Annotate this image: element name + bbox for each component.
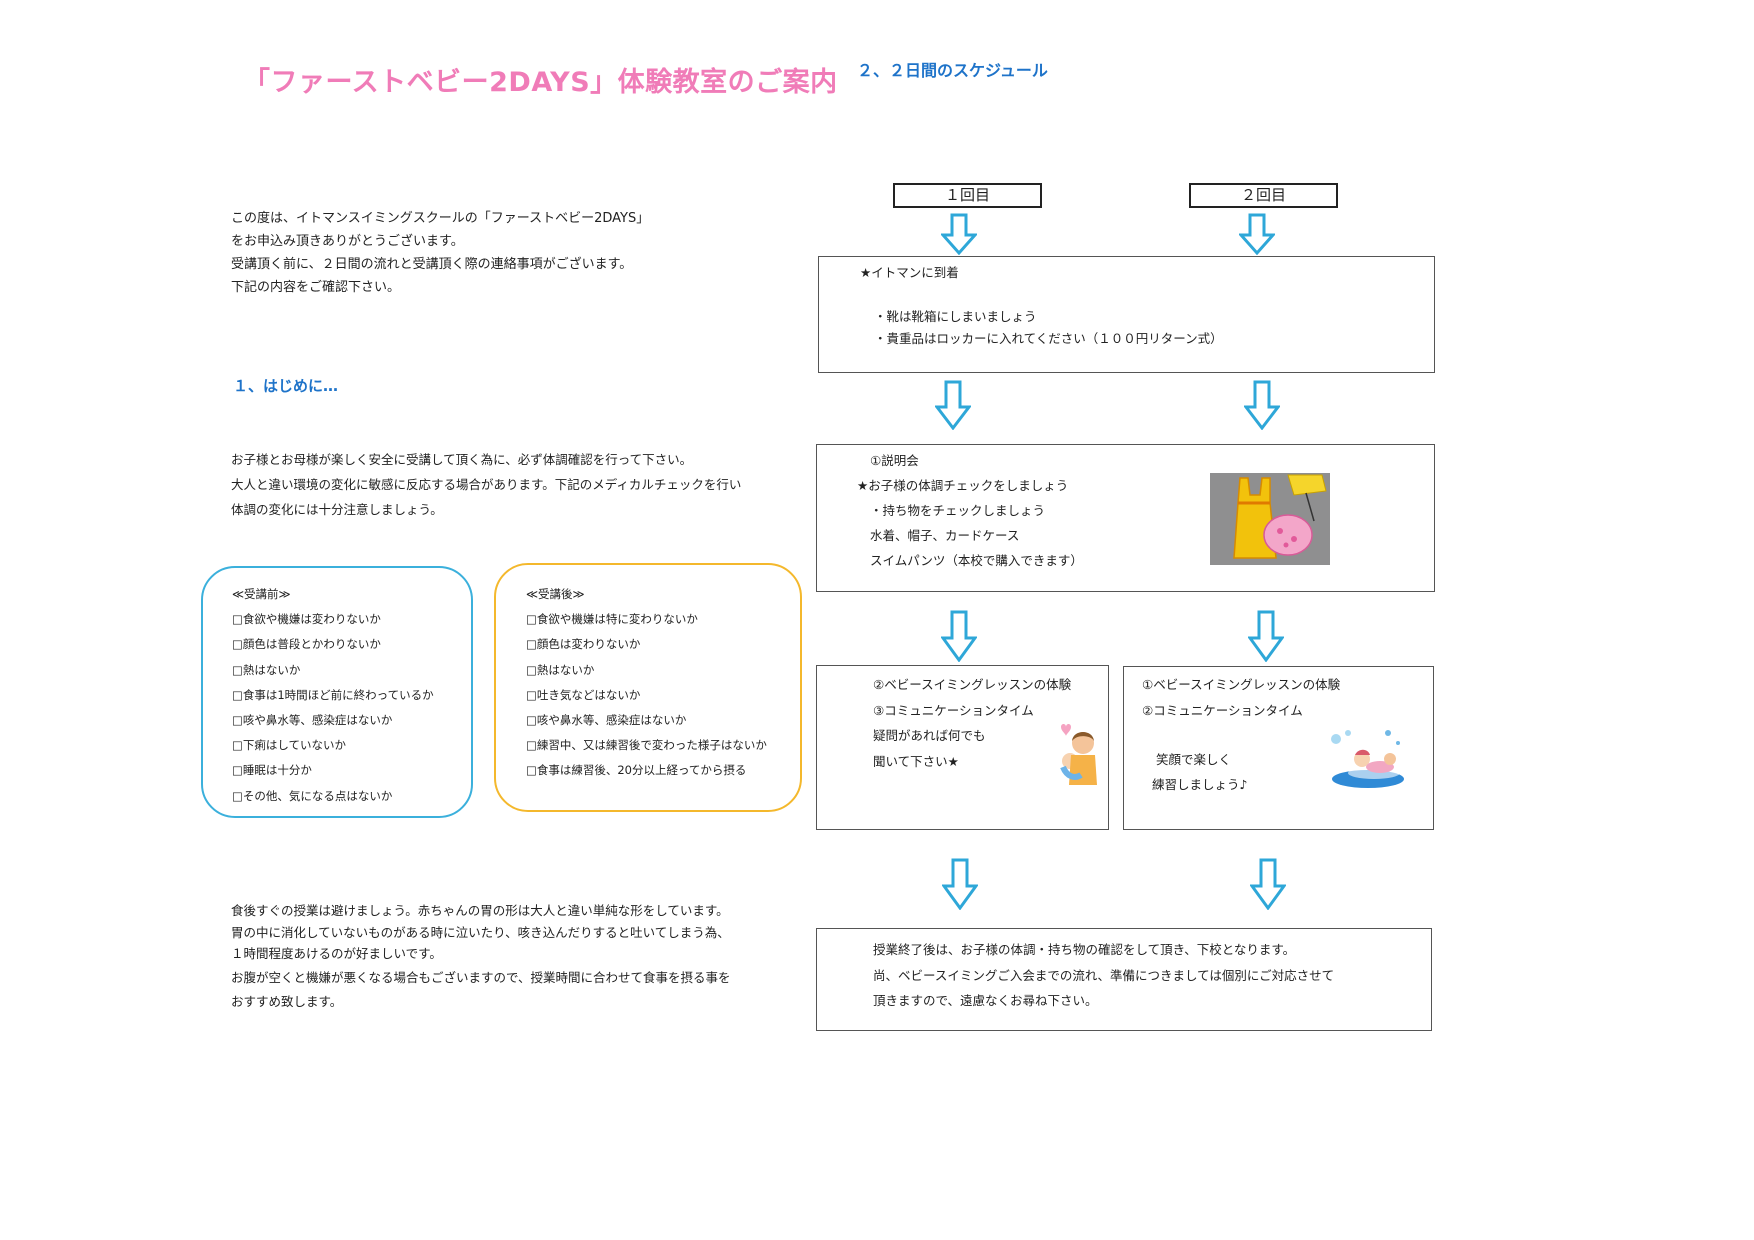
section1-line: お子様とお母様が楽しく安全に受講して頂く為に、必ず体調確認を行って下さい。	[231, 452, 693, 467]
checklist-before-title: ≪受講前≫	[232, 587, 291, 601]
day1-label: １回目	[893, 183, 1042, 208]
closing-line: 頂きますので、遠慮なくお尋ね下さい。	[873, 993, 1098, 1008]
checklist-item: □食欲や機嫌は特に変わりないか	[526, 612, 698, 627]
notes-line: おすすめ致します。	[231, 994, 343, 1009]
day1-lesson-line: 聞いて下さい★	[873, 753, 959, 769]
section1-text: お子様とお母様が楽しく安全に受講して頂く為に、必ず体調確認を行って下さい。 大人…	[231, 447, 741, 522]
checklist-item: □熱はないか	[232, 662, 301, 677]
day1-lesson-line: ③コミュニケーションタイム	[873, 702, 1034, 718]
swimwear-photo	[1210, 473, 1330, 565]
section1-line: 体調の変化には十分注意しましょう。	[231, 502, 443, 517]
intro-line: をお申込み頂きありがとうございます。	[231, 234, 464, 249]
checklist-after-list: ≪受講後≫ □食欲や機嫌は特に変わりないか □顔色は変わりないか □熱はないか …	[526, 582, 767, 784]
day2-lesson-line: ②コミュニケーションタイム	[1142, 702, 1303, 718]
day2-lesson-sub-line: 練習しましょう♪	[1152, 777, 1248, 792]
day2-label: ２回目	[1189, 183, 1338, 208]
down-arrow-icon	[941, 610, 977, 662]
day2-lesson-sub: 笑顔で楽しく 練習しましょう♪	[1152, 747, 1247, 797]
swimming-baby-illustration	[1328, 729, 1410, 794]
checklist-item: □吐き気などはないか	[526, 687, 641, 702]
closing-list: 授業終了後は、お子様の体調・持ち物の確認をして頂き、下校となります。 尚、ベビー…	[873, 937, 1334, 1014]
notes-line: １時間程度あけるのが好ましいです。	[231, 946, 442, 961]
down-arrow-icon	[942, 858, 978, 910]
day2-lesson-line: ①ベビースイミングレッスンの体験	[1142, 677, 1341, 692]
day2-lesson-box: ①ベビースイミングレッスンの体験 ②コミュニケーションタイム 笑顔で楽しく 練習…	[1123, 666, 1434, 830]
checklist-before-box: ≪受講前≫ □食欲や機嫌は変わりないか □顔色は普段とかわりないか □熱はないか…	[201, 566, 473, 818]
notes-line: 胃の中に消化していないものがある時に泣いたり、咳き込んだりすると吐いてしまう為、	[231, 924, 730, 940]
checklist-item: □練習中、又は練習後で変わった様子はないか	[526, 738, 767, 753]
checklist-item: □咳や鼻水等、感染症はないか	[526, 713, 687, 728]
day1-lesson-list: ②ベビースイミングレッスンの体験 ③コミュニケーションタイム 疑問があれば何でも…	[873, 672, 1071, 774]
checklist-item: □下痢はしていないか	[232, 738, 347, 753]
checklist-item: □食欲や機嫌は変わりないか	[232, 612, 381, 627]
briefing-line: スイムパンツ（本校で購入できます）	[870, 553, 1083, 568]
checklist-item: □食事は1時間ほど前に終わっているか	[232, 687, 434, 702]
briefing-line: ①説明会	[870, 453, 919, 468]
day1-lesson-box: ②ベビースイミングレッスンの体験 ③コミュニケーションタイム 疑問があれば何でも…	[816, 665, 1109, 830]
day1-lesson-line: ②ベビースイミングレッスンの体験	[873, 677, 1072, 692]
mother-baby-illustration	[1053, 721, 1101, 794]
down-arrow-icon	[941, 213, 977, 255]
closing-box: 授業終了後は、お子様の体調・持ち物の確認をして頂き、下校となります。 尚、ベビー…	[816, 928, 1432, 1031]
checklist-item: □顔色は普段とかわりないか	[232, 637, 381, 652]
day2-lesson-list: ①ベビースイミングレッスンの体験 ②コミュニケーションタイム	[1142, 672, 1340, 723]
arrival-heading: ★イトマンに到着	[860, 265, 959, 280]
notes-line: お腹が空くと機嫌が悪くなる場合もございますので、授業時間に合わせて食事を摂る事を	[231, 969, 731, 985]
closing-line: 尚、ベビースイミングご入会までの流れ、準備につきましては個別にご対応させて	[873, 967, 1335, 983]
intro-line: 受講頂く前に、２日間の流れと受講頂く際の連絡事項がございます。	[231, 257, 633, 272]
intro-line: 下記の内容をご確認下さい。	[231, 280, 401, 295]
arrival-line: ・貴重品はロッカーに入れてください（１００円リターン式）	[874, 331, 1223, 346]
checklist-before-list: ≪受講前≫ □食欲や機嫌は変わりないか □顔色は普段とかわりないか □熱はないか…	[232, 582, 434, 809]
checklist-item: □熱はないか	[526, 662, 595, 677]
day2-lesson-sub-line: 笑顔で楽しく	[1156, 752, 1232, 767]
down-arrow-icon	[1248, 610, 1284, 662]
arrival-line: ・靴は靴箱にしまいましょう	[874, 309, 1037, 324]
intro-line: この度は、イトマンスイミングスクールの「ファーストベビー2DAYS」	[231, 211, 650, 226]
checklist-after-box: ≪受講後≫ □食欲や機嫌は特に変わりないか □顔色は変わりないか □熱はないか …	[494, 563, 802, 812]
section1-heading: １、はじめに…	[233, 377, 339, 395]
down-arrow-icon	[935, 380, 971, 430]
checklist-item: □睡眠は十分か	[232, 763, 312, 778]
notes-text: 食後すぐの授業は避けましょう。赤ちゃんの胃の形は大人と違い単純な形をしています。…	[231, 900, 731, 1013]
section1-line: 大人と違い環境の変化に敏感に反応する場合があります。下記のメディカルチェックを行…	[231, 477, 742, 492]
day1-lesson-line: 疑問があれば何でも	[873, 728, 986, 743]
closing-line: 授業終了後は、お子様の体調・持ち物の確認をして頂き、下校となります。	[873, 942, 1296, 957]
notes-line: 食後すぐの授業は避けましょう。赤ちゃんの胃の形は大人と違い単純な形をしています。	[231, 903, 729, 918]
briefing-box: ①説明会 ★お子様の体調チェックをしましょう ・持ち物をチェックしましょう 水着…	[816, 444, 1435, 592]
briefing-line: ★お子様の体調チェックをしましょう	[857, 478, 1069, 493]
briefing-line: ・持ち物をチェックしましょう	[870, 503, 1046, 518]
checklist-item: □咳や鼻水等、感染症はないか	[232, 713, 393, 728]
briefing-line: 水着、帽子、カードケース	[870, 528, 1020, 543]
briefing-list: ①説明会 ★お子様の体調チェックをしましょう ・持ち物をチェックしましょう 水着…	[857, 448, 1083, 573]
arrival-list: ・靴は靴箱にしまいましょう ・貴重品はロッカーに入れてください（１００円リターン…	[874, 306, 1223, 350]
intro-text: この度は、イトマンスイミングスクールの「ファーストベビー2DAYS」 をお申込み…	[231, 207, 649, 299]
down-arrow-icon	[1244, 380, 1280, 430]
checklist-item: □その他、気になる点はないか	[232, 788, 393, 803]
down-arrow-icon	[1239, 213, 1275, 255]
checklist-item: □顔色は変わりないか	[526, 637, 641, 652]
checklist-after-title: ≪受講後≫	[526, 587, 585, 601]
down-arrow-icon	[1250, 858, 1286, 910]
schedule-heading: ２、２日間のスケジュール	[857, 61, 1048, 80]
arrival-box: ★イトマンに到着 ・靴は靴箱にしまいましょう ・貴重品はロッカーに入れてください…	[818, 256, 1435, 373]
page-title: 「ファーストベビー2DAYS」体験教室のご案内	[243, 67, 838, 98]
checklist-item: □食事は練習後、20分以上経ってから摂る	[526, 763, 747, 778]
